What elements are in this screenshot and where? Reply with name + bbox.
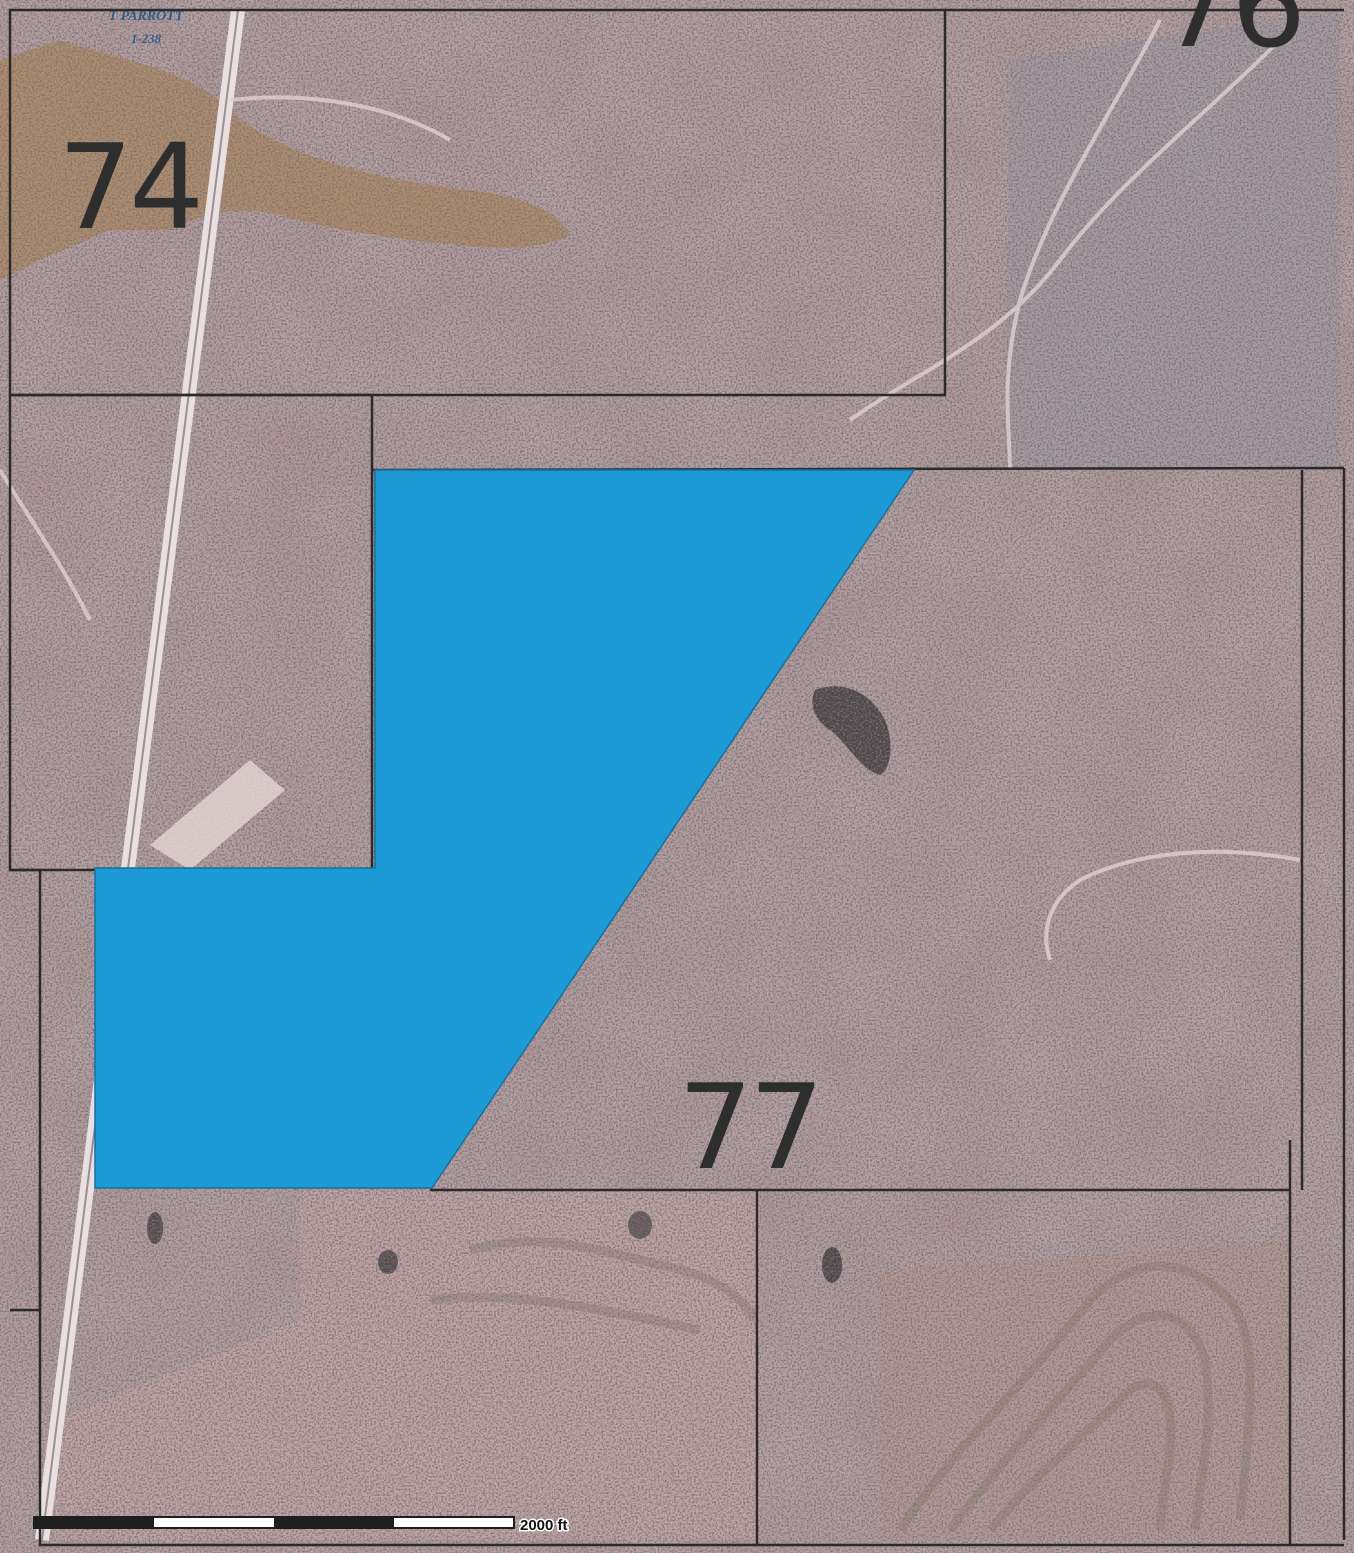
- section-label-76: 76: [1160, 0, 1302, 74]
- scale-bar-segment: [34, 1517, 154, 1528]
- section-label-74: 74: [58, 118, 200, 256]
- scale-bar-label: 2000 ft: [520, 1517, 568, 1534]
- highlighted-parcel[interactable]: [94, 469, 916, 1189]
- owner-reference-label: 1-238: [131, 31, 162, 46]
- section-label-77: 77: [678, 1058, 820, 1196]
- owner-name-label: T PARROTT: [109, 9, 185, 24]
- scale-bar: 2000 ft: [33, 1516, 569, 1536]
- scale-bar-segment: [274, 1517, 394, 1528]
